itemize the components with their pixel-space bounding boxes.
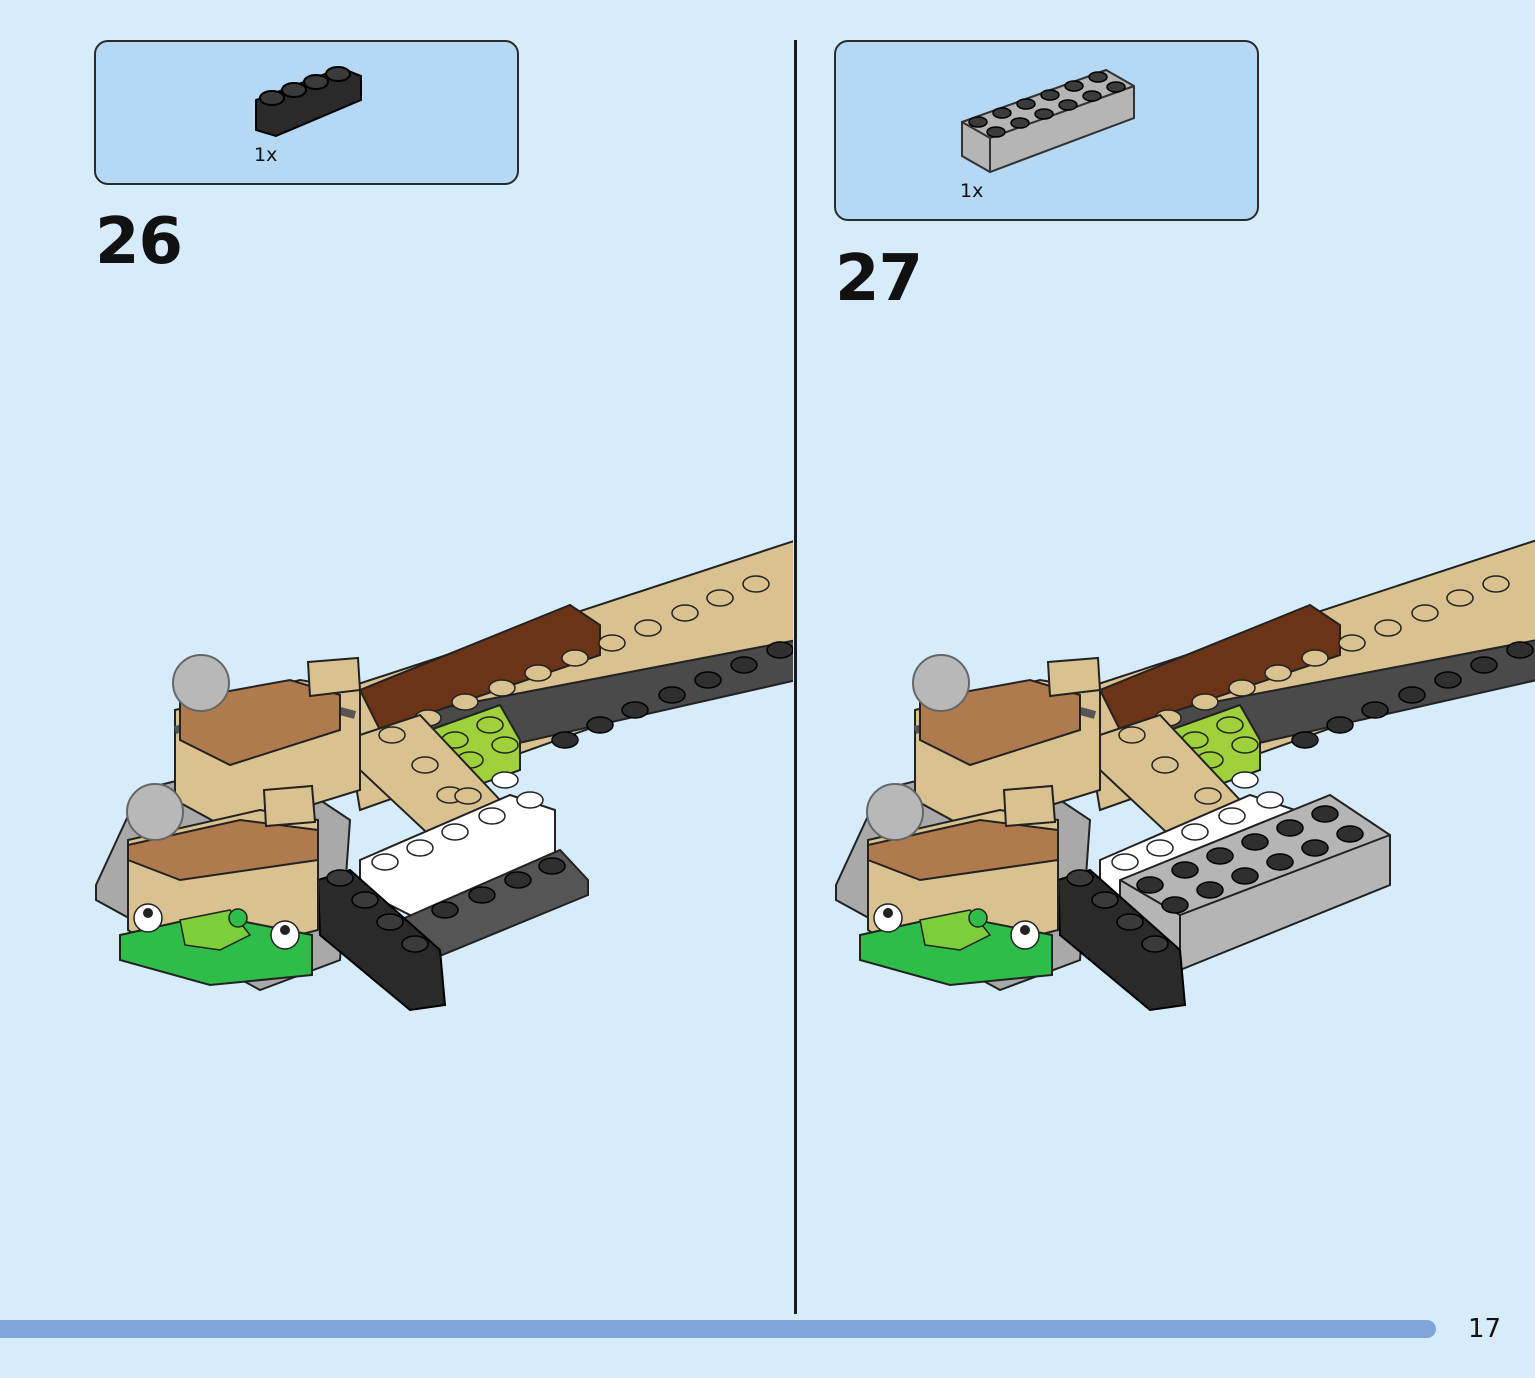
model-illustration-step-27 bbox=[835, 539, 1535, 1012]
part-quantity: 1x bbox=[960, 180, 984, 202]
gray-brick-2x6-icon bbox=[961, 68, 1135, 174]
progress-bar bbox=[0, 1320, 1436, 1338]
step-number-26: 26 bbox=[95, 205, 183, 279]
parts-callout-step-27: 1x bbox=[834, 40, 1259, 221]
page-number: 17 bbox=[1468, 1314, 1502, 1344]
step-number-27: 27 bbox=[835, 242, 923, 316]
part-quantity: 1x bbox=[254, 144, 278, 166]
model-illustration-step-26 bbox=[95, 540, 793, 1012]
black-curved-brick-1x4-icon bbox=[255, 66, 362, 138]
parts-callout-step-26: 1x bbox=[94, 40, 519, 185]
page-divider bbox=[794, 40, 797, 1314]
